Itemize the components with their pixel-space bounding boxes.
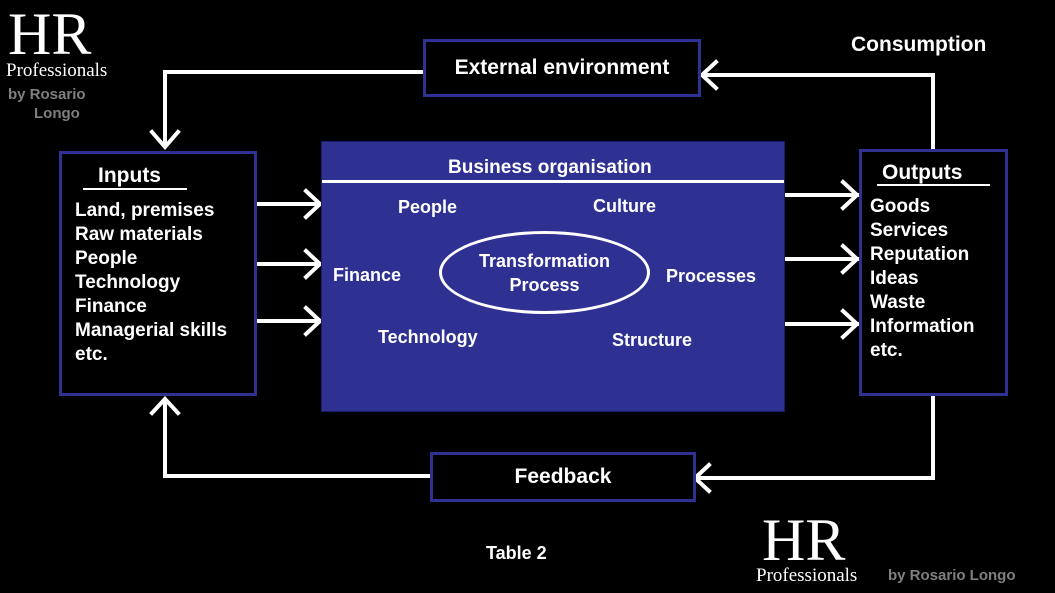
feedback-label: Feedback [514,465,612,488]
table-caption: Table 2 [486,543,547,563]
logo-bottom-professionals: Professionals [756,565,858,586]
input-item: Land, premises [75,200,215,221]
input-item: etc. [75,344,108,365]
arrowhead-feedback-to-inputs [149,396,181,416]
business-organisation-box: Business organisation People Culture Fin… [321,141,785,412]
output-item: Reputation [870,244,970,265]
business-processes: Processes [666,266,757,286]
feedback-box: Feedback [430,452,696,502]
arrow-feedback-to-inputs [163,398,433,478]
inputs-title-underline [83,188,187,190]
logo-top: HR Professionals by Rosario Longo [0,0,132,128]
arrow-env-to-inputs [163,70,426,147]
output-item: etc. [870,340,903,361]
logo-top-hr: HR [8,1,92,67]
arrowhead-env-to-inputs [149,129,181,151]
outputs-title: Outputs [882,161,963,184]
transformation-process-ellipse: Transformation Process [439,231,650,314]
logo-bottom-hr: HR [762,507,846,573]
input-item: Managerial skills [75,320,228,341]
outputs-box: Outputs Goods Services Reputation Ideas … [859,149,1008,396]
output-item: Waste [870,292,926,313]
business-title-divider [322,180,784,183]
arrow-outputs-to-feedback [693,395,935,480]
outputs-title-underline [877,184,990,186]
arrowhead-outputs-to-env [699,59,719,91]
output-item: Services [870,220,949,241]
business-people: People [398,197,458,217]
input-item: People [75,248,138,269]
business-structure: Structure [612,330,693,350]
input-item: Finance [75,296,147,317]
business-technology: Technology [378,327,478,347]
output-item: Information [870,316,975,337]
logo-top-by-line-1: by Rosario [8,86,86,103]
business-finance: Finance [333,265,402,285]
logo-top-by-line-2: Longo [34,105,80,122]
consumption-label: Consumption [851,33,987,56]
logo-bottom-by-line: by Rosario Longo [888,567,1016,584]
transformation-label-2: Process [509,274,580,295]
output-item: Goods [870,196,931,217]
input-item: Technology [75,272,181,293]
inputs-title: Inputs [98,164,161,187]
inputs-box: Inputs Land, premises Raw materials Peop… [59,151,257,396]
logo-top-professionals: Professionals [6,60,108,81]
business-title: Business organisation [448,157,652,178]
logo-bottom: HR Professionals [752,508,880,593]
inputs-list: Land, premises Raw materials People Tech… [75,199,227,367]
external-environment-label: External environment [454,56,670,79]
outputs-list: Goods Services Reputation Ideas Waste In… [870,195,975,363]
transformation-label-1: Transformation [478,250,611,271]
arrow-outputs-to-env [700,73,935,152]
external-environment-box: External environment [423,39,701,97]
business-culture: Culture [593,196,656,216]
input-item: Raw materials [75,224,203,245]
output-item: Ideas [870,268,919,289]
